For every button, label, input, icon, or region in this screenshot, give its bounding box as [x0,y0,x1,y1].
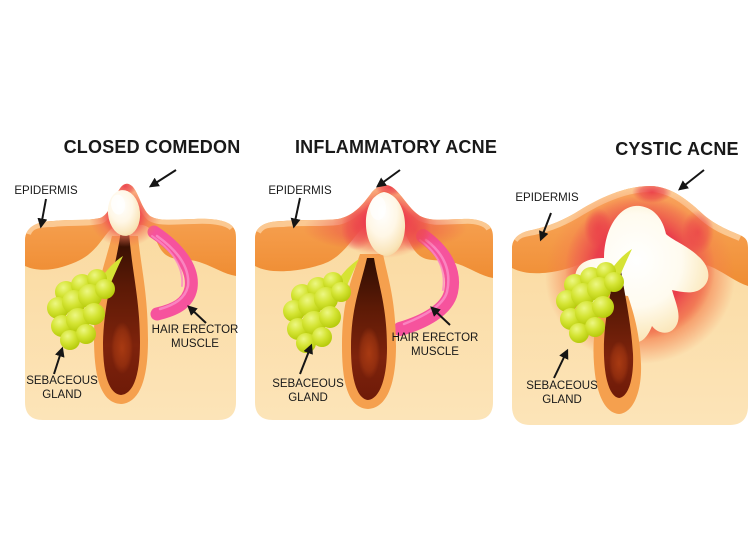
label-epidermis-1: EPIDERMIS [14,185,78,197]
title-arrow [148,169,177,188]
muscle-arrow [187,305,207,324]
inflammation-side-right [399,208,431,252]
panel-title-inflammatory-acne: INFLAMMATORY ACNE [294,137,498,157]
panel-title-closed-comedon: CLOSED COMEDON [63,137,241,157]
label-epidermis-2: EPIDERMIS [268,185,332,197]
inflammation-peak [375,184,405,196]
label-sebaceous-gland-1: SEBACEOUS GLAND [26,375,98,402]
epidermis-arrow [37,198,48,229]
comedon-plug [107,190,141,236]
label-hair-erector-muscle-2: HAIR ERECTOR MUSCLE [391,332,479,359]
title-arrow [375,169,401,188]
follicle-highlight [609,341,629,385]
label-epidermis-3: EPIDERMIS [515,192,579,204]
inflammation-peak [632,186,672,203]
illustration-closed-comedon [25,169,236,420]
inflammation-side-left [584,208,612,248]
illustration-cystic-acne [512,169,748,425]
muscle-arrow [430,306,451,326]
inflammation-side-right [682,210,714,254]
label-hair-erector-muscle-1: HAIR ERECTOR MUSCLE [151,324,239,351]
label-sebaceous-gland-2: SEBACEOUS GLAND [272,378,344,405]
follicle-highlight [111,322,133,374]
epidermis-arrow [290,197,301,229]
hair-erector-muscle-shape [147,225,198,321]
inflammation-side-left [341,206,373,250]
sebaceous-gland-arrow [553,348,569,379]
label-sebaceous-gland-3: SEBACEOUS GLAND [526,380,598,407]
follicle-highlight [358,327,380,379]
illustration-inflammatory-acne [255,169,493,420]
sebaceous-gland-arrow [299,343,313,375]
epidermis-layer [255,184,493,278]
epidermis-arrow [539,212,552,242]
sebaceous-gland-arrow [53,346,65,375]
panel-title-cystic-acne: CYSTIC ACNE [615,139,739,159]
comedon-plug [365,192,406,256]
sebaceous-gland-shape [556,249,632,343]
sebaceous-gland-shape [47,256,123,350]
title-arrow [678,169,705,191]
